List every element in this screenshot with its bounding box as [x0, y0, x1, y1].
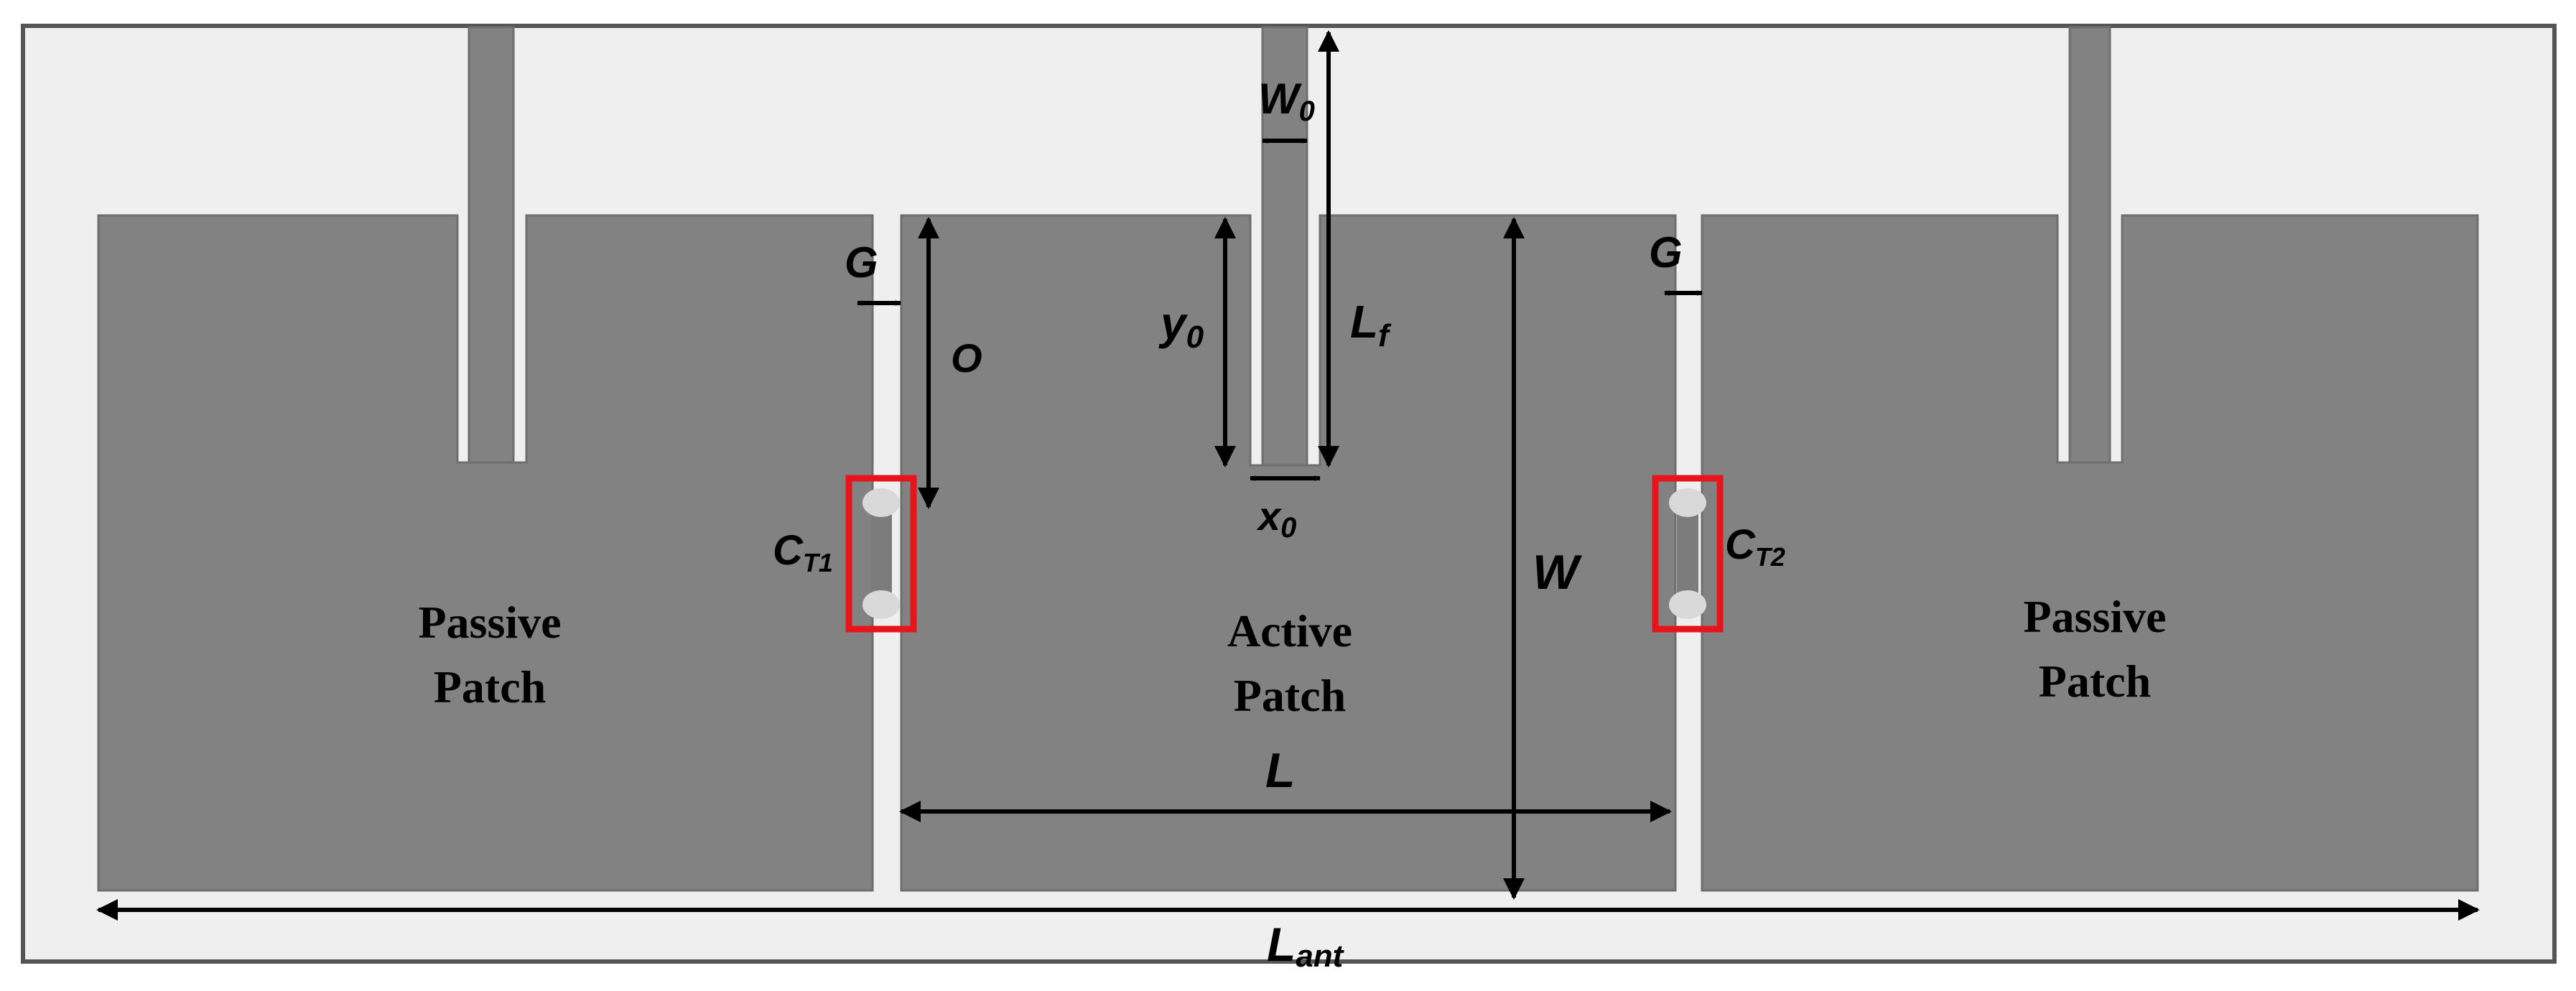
capacitor-ct1-box: [845, 475, 917, 633]
center-patch-label-line2: Patch: [1234, 670, 1346, 721]
label-feed-width: W0: [1258, 75, 1315, 127]
feed-line-right: [2068, 26, 2111, 464]
capacitor-ct2-pad-bottom: [1669, 590, 1706, 619]
capacitor-ct2-box: [1652, 475, 1724, 633]
label-capacitor-ct1: CT1: [773, 527, 833, 577]
capacitor-ct1: [845, 475, 917, 633]
capacitor-ct2-pad-top: [1669, 488, 1706, 517]
label-patch-length: L: [1265, 743, 1296, 798]
capacitor-ct2: [1652, 475, 1724, 633]
label-inset-depth: y0: [1158, 297, 1204, 355]
center-patch-label-line1: Active: [1227, 605, 1352, 656]
label-inset-gap: x0: [1256, 493, 1296, 544]
label-gap-left: G: [845, 238, 878, 287]
label-antenna-length: Lant: [1267, 918, 1345, 974]
feed-line-center: [1261, 26, 1308, 467]
right-patch-label-line2: Patch: [2039, 656, 2151, 707]
label-offset: O: [951, 335, 982, 381]
label-capacitor-ct2: CT2: [1725, 521, 1785, 572]
capacitor-ct1-pad-bottom: [862, 590, 900, 619]
left-patch-label-line2: Patch: [434, 661, 546, 712]
left-patch-label-line1: Passive: [418, 597, 561, 648]
right-patch-label-line1: Passive: [2023, 591, 2166, 642]
feed-line-left: [468, 26, 515, 464]
capacitor-ct1-pad-top: [862, 488, 900, 517]
label-patch-width: W: [1533, 545, 1583, 600]
label-gap-right: G: [1649, 228, 1683, 276]
label-feed-length: Lf: [1350, 296, 1392, 353]
